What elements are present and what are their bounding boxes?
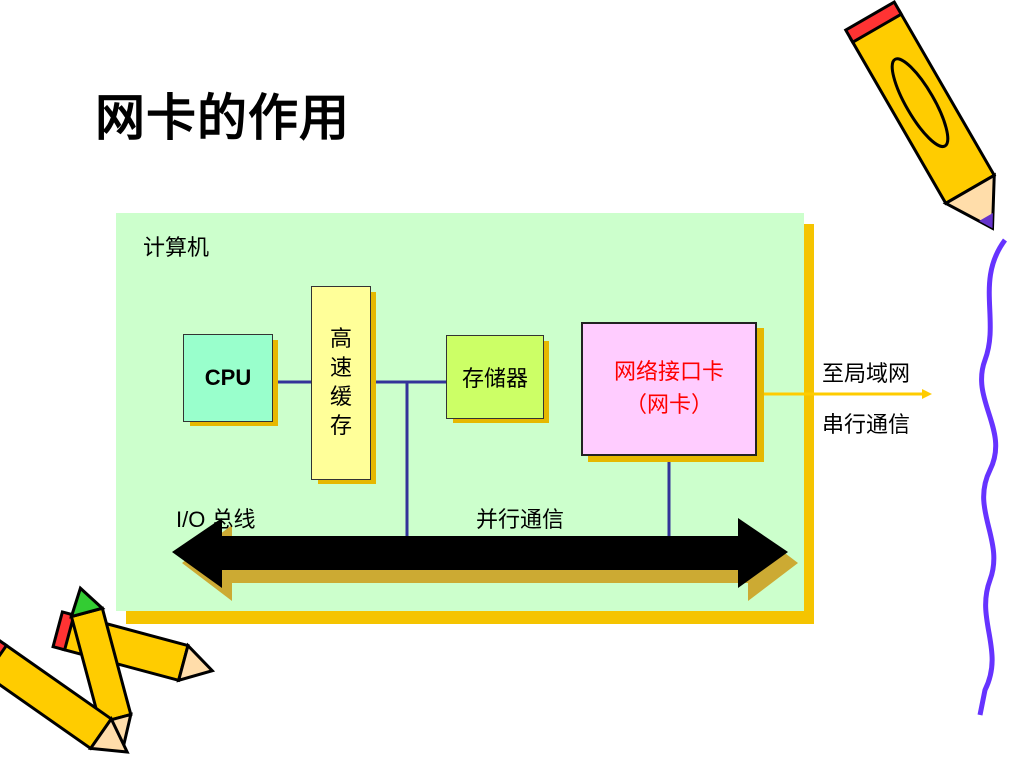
- cache-char: 存: [329, 414, 352, 439]
- pencil-icon: [0, 636, 130, 754]
- nic-sublabel: （网卡）: [624, 393, 713, 418]
- serial-label: 串行通信: [822, 413, 911, 438]
- cpu-box: CPU: [183, 334, 273, 422]
- pencil-icon: [843, 0, 997, 231]
- cache-box: 高 速 缓 存: [311, 286, 371, 480]
- cache-char: 速: [329, 356, 352, 381]
- cache-char: 高: [329, 327, 352, 352]
- nic-box: 网络接口卡 （网卡）: [581, 322, 757, 456]
- memory-box: 存储器: [446, 335, 544, 419]
- io-bus-label: I/O 总线: [176, 507, 256, 532]
- to-lan-label: 至局域网: [822, 362, 911, 387]
- lan-arrowhead: [922, 389, 932, 399]
- slide-title: 网卡的作用: [95, 89, 350, 147]
- io-bus-arrow: [172, 518, 788, 588]
- computer-label: 计算机: [143, 236, 210, 261]
- cache-char: 缓: [329, 385, 352, 410]
- wavy-line: [977, 238, 1008, 716]
- nic-label: 网络接口卡: [613, 360, 724, 385]
- parallel-label: 并行通信: [476, 508, 565, 533]
